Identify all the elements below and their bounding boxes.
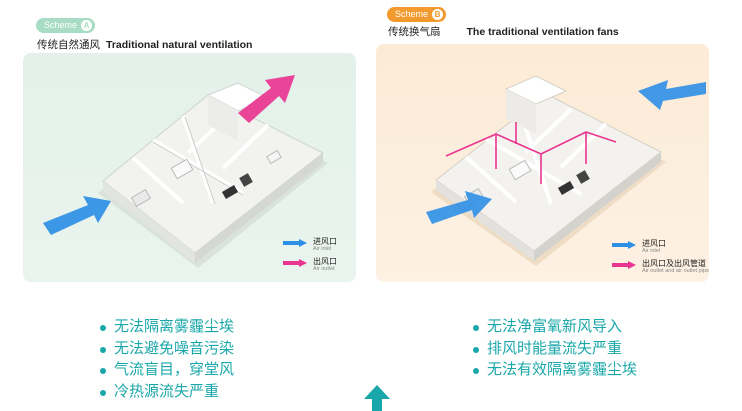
pink-arrow-icon bbox=[283, 259, 307, 267]
scheme-b-badge: Scheme B bbox=[387, 7, 447, 22]
scheme-a-title-en: Traditional natural ventilation bbox=[106, 39, 253, 51]
scheme-a-inlet-arrow-icon bbox=[43, 196, 111, 235]
scheme-b-title-zh: 传统换气扇 bbox=[388, 26, 441, 38]
scheme-b-inlet-arrow-top-icon bbox=[638, 80, 706, 110]
legend-label: 出风口 bbox=[313, 257, 337, 266]
bullet-dot-icon bbox=[473, 346, 479, 353]
scheme-a-title-zh: 传统自然通风 bbox=[37, 39, 100, 51]
legend-label: 出风口及出风管道 bbox=[642, 259, 706, 268]
bullet-text: 冷热源流失严重 bbox=[114, 381, 220, 400]
bullet-dot-icon bbox=[100, 389, 106, 396]
scheme-a-floorplan-illustration bbox=[43, 75, 328, 268]
list-item: 冷热源流失严重 bbox=[100, 381, 234, 403]
scheme-b-bullet-list: 无法净富氧新风导入 排风时能量流失严重 无法有效隔离雾霾尘埃 bbox=[473, 316, 637, 381]
scheme-a-badge: Scheme A bbox=[36, 18, 96, 33]
list-item: 无法净富氧新风导入 bbox=[473, 316, 637, 338]
bullet-dot-icon bbox=[100, 368, 106, 374]
bullet-dot-icon bbox=[100, 346, 106, 353]
legend-label-en: Air outlet and air outlet pipe bbox=[642, 268, 709, 274]
bullet-text: 排风时能量流失严重 bbox=[487, 338, 623, 357]
list-item: 无法避免噪音污染 bbox=[100, 338, 234, 360]
list-item: 无法有效隔离雾霾尘埃 bbox=[473, 359, 637, 381]
bullet-dot-icon bbox=[473, 325, 479, 331]
scheme-a-title: 传统自然通风 Traditional natural ventilation bbox=[37, 37, 252, 52]
up-arrow-icon bbox=[364, 385, 390, 411]
scheme-a-panel: 进风口 Air inlet 出风口 Air outlet bbox=[23, 53, 356, 282]
legend-label: 进风口 bbox=[313, 237, 337, 246]
bullet-text: 无法隔离雾霾尘埃 bbox=[114, 317, 235, 335]
blue-arrow-icon bbox=[283, 239, 307, 247]
scheme-b-title-en: The traditional ventilation fans bbox=[466, 26, 619, 38]
list-item: 无法隔离雾霾尘埃 bbox=[100, 316, 234, 338]
pink-arrow-icon bbox=[612, 261, 636, 269]
scheme-b-badge-letter: B bbox=[432, 9, 444, 20]
legend-label-en: Air inlet bbox=[642, 248, 661, 254]
scheme-b-panel: 进风口 Air inlet 出风口及出风管道 Air outlet and ai… bbox=[376, 44, 709, 282]
scheme-b-title: 传统换气扇 The traditional ventilation fans bbox=[388, 24, 619, 39]
list-item: 气流盲目，穿堂风 bbox=[100, 359, 234, 381]
scheme-b-inlet-arrow-icon bbox=[426, 191, 492, 224]
bullet-text: 无法净富氧新风导入 bbox=[487, 317, 623, 335]
bullet-dot-icon bbox=[100, 325, 106, 331]
scheme-a-badge-label: Scheme bbox=[44, 20, 78, 30]
list-item: 排风时能量流失严重 bbox=[473, 338, 637, 360]
scheme-b-floorplan-illustration bbox=[426, 75, 706, 266]
legend-label-en: Air outlet bbox=[313, 266, 335, 272]
scheme-b-badge-label: Scheme bbox=[395, 9, 429, 19]
blue-arrow-icon bbox=[612, 241, 636, 249]
bullet-text: 气流盲目，穿堂风 bbox=[114, 360, 235, 378]
legend-label: 进风口 bbox=[642, 239, 666, 248]
scheme-a-badge-letter: A bbox=[81, 20, 93, 31]
bullet-text: 无法避免噪音污染 bbox=[114, 338, 235, 357]
scheme-a-bullet-list: 无法隔离雾霾尘埃 无法避免噪音污染 气流盲目，穿堂风 冷热源流失严重 bbox=[100, 316, 234, 402]
scheme-a-outlet-arrow-icon bbox=[238, 75, 295, 123]
bullet-dot-icon bbox=[473, 368, 479, 374]
bullet-text: 无法有效隔离雾霾尘埃 bbox=[487, 360, 638, 378]
legend-label-en: Air inlet bbox=[313, 246, 332, 252]
